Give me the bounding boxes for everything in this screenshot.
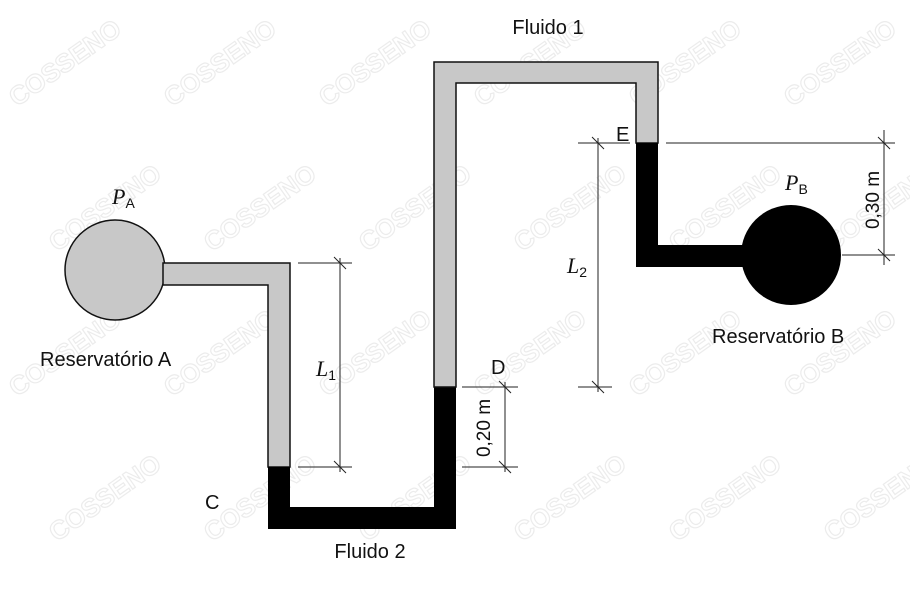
watermark-mark: COSSENO [158, 13, 282, 112]
watermark-mark: COSSENO [353, 158, 477, 257]
watermark-mark: COSSENO [43, 448, 167, 547]
watermark-mark: COSSENO [353, 448, 477, 547]
reservoir-a-tank [64, 219, 166, 321]
watermark-mark: COSSENO [313, 13, 437, 112]
watermark-mark: COSSENO [508, 158, 632, 257]
reservoir-a-label: Reservatório A [40, 349, 172, 371]
watermark-mark: COSSENO [818, 448, 910, 547]
watermark-mark: COSSENO [3, 13, 127, 112]
l1-label: L1 [315, 356, 336, 383]
dimension-l1 [298, 256, 352, 474]
point-c-label: C [205, 492, 219, 514]
watermark-mark: COSSENO [313, 303, 437, 402]
fluid1-label: Fluido 1 [512, 17, 583, 39]
watermark-mark: COSSENO [623, 303, 747, 402]
watermark-mark: COSSENO [778, 13, 902, 112]
dimension-l2 [578, 136, 630, 394]
dimension-030 [666, 130, 895, 265]
watermark-mark: COSSENO [663, 448, 787, 547]
fluid2-label: Fluido 2 [334, 541, 405, 563]
point-e-label: E [616, 124, 629, 146]
pipe-b-fluid2 [636, 143, 750, 267]
reservoir-b-label: Reservatório B [712, 326, 844, 348]
watermark-mark: COSSENO [508, 448, 632, 547]
watermark-mark: COSSENO [778, 303, 902, 402]
pa-label: PA [111, 184, 135, 211]
watermark-mark: COSSENO [198, 158, 322, 257]
watermark-mark: COSSENO [158, 303, 282, 402]
point-d-label: D [491, 357, 505, 379]
pb-label: PB [784, 170, 808, 197]
dimension-020 [462, 380, 518, 474]
dim-030-label: 0,30 m [863, 171, 884, 229]
u-tube-fluid2 [268, 387, 456, 529]
l2-label: L2 [566, 253, 587, 280]
dim-020-label: 0,20 m [474, 399, 495, 457]
reservoir-b-tank [741, 205, 841, 305]
